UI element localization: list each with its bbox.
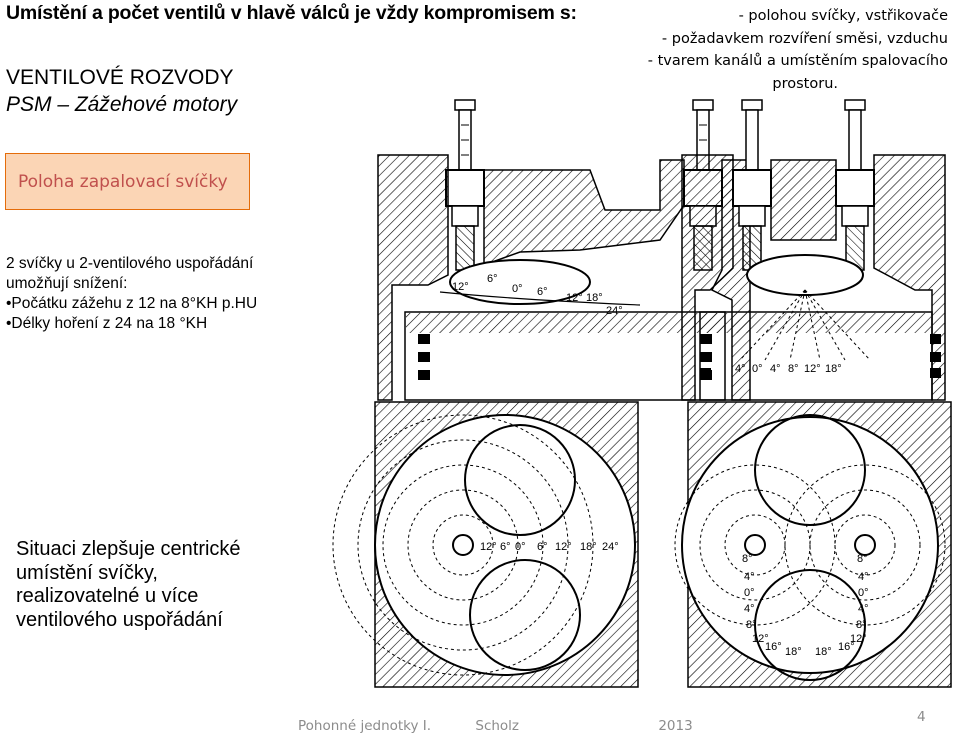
angle-label: 6° <box>500 541 511 553</box>
left-cross-section: 12° 6° 0° 6° 12° 18° 24° <box>377 99 751 401</box>
angle-label: 6° <box>537 541 548 553</box>
footer-author: Scholz <box>475 718 520 734</box>
angle-label: 18° <box>580 541 597 553</box>
compromise-item: - požadavkem rozvíření směsi, vzduchu <box>661 30 948 47</box>
compromise-item: prostoru. <box>772 75 838 92</box>
slide-title: Umístění a počet ventilů v hlavě válců j… <box>6 2 577 24</box>
angle-label: 6° <box>487 273 498 285</box>
central-plug-note: Situaci zlepšuje centrické umístění svíč… <box>16 538 241 632</box>
note-line: realizovatelné u více <box>16 585 199 607</box>
angle-label: 0° <box>515 541 526 553</box>
heading-ventilove-rozvody: VENTILOVÉ ROZVODY <box>6 66 234 89</box>
right-cross-section: 4° 0° 4° 8° 12° 18° <box>681 99 946 401</box>
angle-label: 4° <box>858 603 869 615</box>
angle-label: 4° <box>770 363 781 375</box>
angle-label: 18° <box>825 363 842 375</box>
spark-plug-right-1 <box>732 99 772 271</box>
spark-plug-left-1 <box>445 99 485 271</box>
angle-label: 0° <box>752 363 763 375</box>
angle-label: 12° <box>804 363 821 375</box>
angle-label: 8° <box>788 363 799 375</box>
note-line: •Délky hoření z 24 na 18 °KH <box>6 315 208 332</box>
angle-label: 4° <box>735 363 746 375</box>
angle-label: 12° <box>555 541 572 553</box>
angle-label: 12° <box>850 633 867 645</box>
angle-label: 24° <box>602 541 619 553</box>
angle-label: 12° <box>752 633 769 645</box>
angle-label: 0° <box>744 587 755 599</box>
angle-label: 4° <box>858 571 869 583</box>
note-line: umístění svíčky, <box>16 561 158 584</box>
note-line: Situaci zlepšuje centrické <box>16 538 241 560</box>
compromise-list: - polohou svíčky, vstřikovače - požadavk… <box>603 5 948 95</box>
heading-psm: PSM – Zážehové motory <box>6 93 238 116</box>
angle-label: 4° <box>744 571 755 583</box>
note-line: 2 svíčky u 2-ventilového uspořádání <box>6 255 254 272</box>
angle-label: 16° <box>765 641 782 653</box>
angle-label: 0° <box>858 587 869 599</box>
angle-label: 8° <box>742 553 753 565</box>
angle-label: 8° <box>857 553 868 565</box>
right-plan-view: 8° 4° 0° 4° 8° 12° 8° 4° 0° 4° 8° 12° 16… <box>674 401 952 688</box>
page-number: 4 <box>917 709 926 725</box>
angle-label: 8° <box>746 619 757 631</box>
angle-label: 6° <box>537 286 548 298</box>
note-line: umožňují snížení: <box>6 275 128 292</box>
angle-label: 0° <box>512 283 523 295</box>
section-badge: Poloha zapalovací svíčky <box>5 153 250 210</box>
spark-plug-right-2 <box>835 99 875 271</box>
footer-course: Pohonné jednotky I. <box>298 718 432 734</box>
footer: Pohonné jednotky I. Scholz 2013 <box>298 718 693 734</box>
left-plan-view: 12° 6° 0° 6° 12° 18° 24° <box>332 401 639 688</box>
two-plug-note: 2 svíčky u 2-ventilového uspořádání umož… <box>6 254 257 334</box>
angle-label: 18° <box>815 646 832 658</box>
angle-label: 16° <box>838 641 855 653</box>
footer-year: 2013 <box>658 718 693 734</box>
angle-label: 4° <box>744 603 755 615</box>
note-line: ventilového uspořádání <box>16 608 223 631</box>
angle-label: 18° <box>586 292 603 304</box>
angle-label: 24° <box>606 305 623 317</box>
angle-label: 12° <box>566 292 583 304</box>
compromise-item: - polohou svíčky, vstřikovače <box>738 8 948 24</box>
angle-label: 8° <box>856 619 867 631</box>
note-line: •Počátku zážehu z 12 na 8°KH p.HU <box>6 295 258 312</box>
compromise-item: - tvarem kanálů a umístěním spalovacího <box>647 53 948 69</box>
angle-label: 12° <box>452 281 469 293</box>
angle-label: 18° <box>785 646 802 658</box>
angle-label: 12° <box>480 541 497 553</box>
